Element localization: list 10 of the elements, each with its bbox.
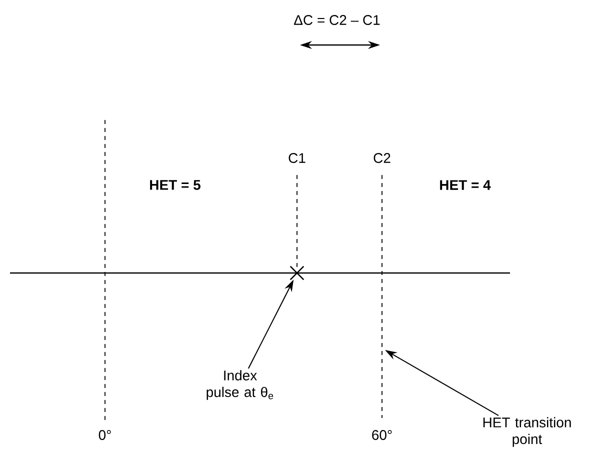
line-label: C1 [288,153,306,163]
callout-text: Index pulse at θ$_{e}$ [206,370,274,400]
angle-label: 60° [372,430,392,440]
callout-text: HET transition point [483,417,571,447]
region-label: HET = 5 [150,180,200,190]
cross-mark [290,266,304,280]
region-label: HET = 4 [440,180,491,190]
line-label: C2 [374,153,390,163]
angle-label: 0° [98,430,111,440]
formula-label: ΔC = C2 – C1 [294,15,380,25]
